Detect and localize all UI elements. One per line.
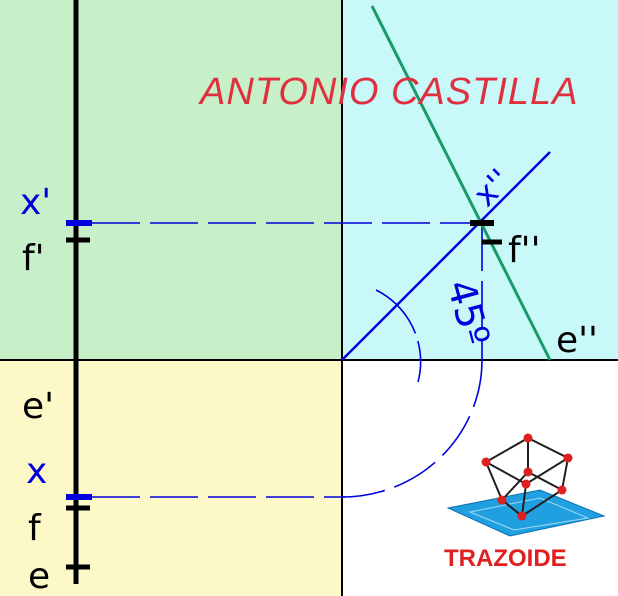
label-e: e (28, 556, 50, 596)
yellow-region (0, 360, 342, 596)
angle-arc (375, 289, 422, 383)
white-region (342, 360, 618, 596)
cube-diagram-icon (446, 433, 606, 537)
rotation-arc (341, 359, 483, 498)
line-45-degree (341, 151, 551, 361)
label-e-double-prime: e'' (556, 320, 598, 361)
label-e-prime: e' (22, 386, 54, 427)
watermark-text: ANTONIO CASTILLA (198, 71, 579, 113)
label-f-double-prime: f'' (508, 230, 540, 271)
label-x-prime: x' (20, 182, 51, 223)
cyan-region (342, 0, 618, 360)
label-f: f (28, 508, 42, 549)
logo-text: TRAZOIDE (444, 545, 567, 572)
label-x: x (26, 451, 47, 492)
label-f-prime: f' (22, 238, 45, 279)
green-trace-line (370, 5, 552, 361)
green-region (0, 0, 342, 360)
